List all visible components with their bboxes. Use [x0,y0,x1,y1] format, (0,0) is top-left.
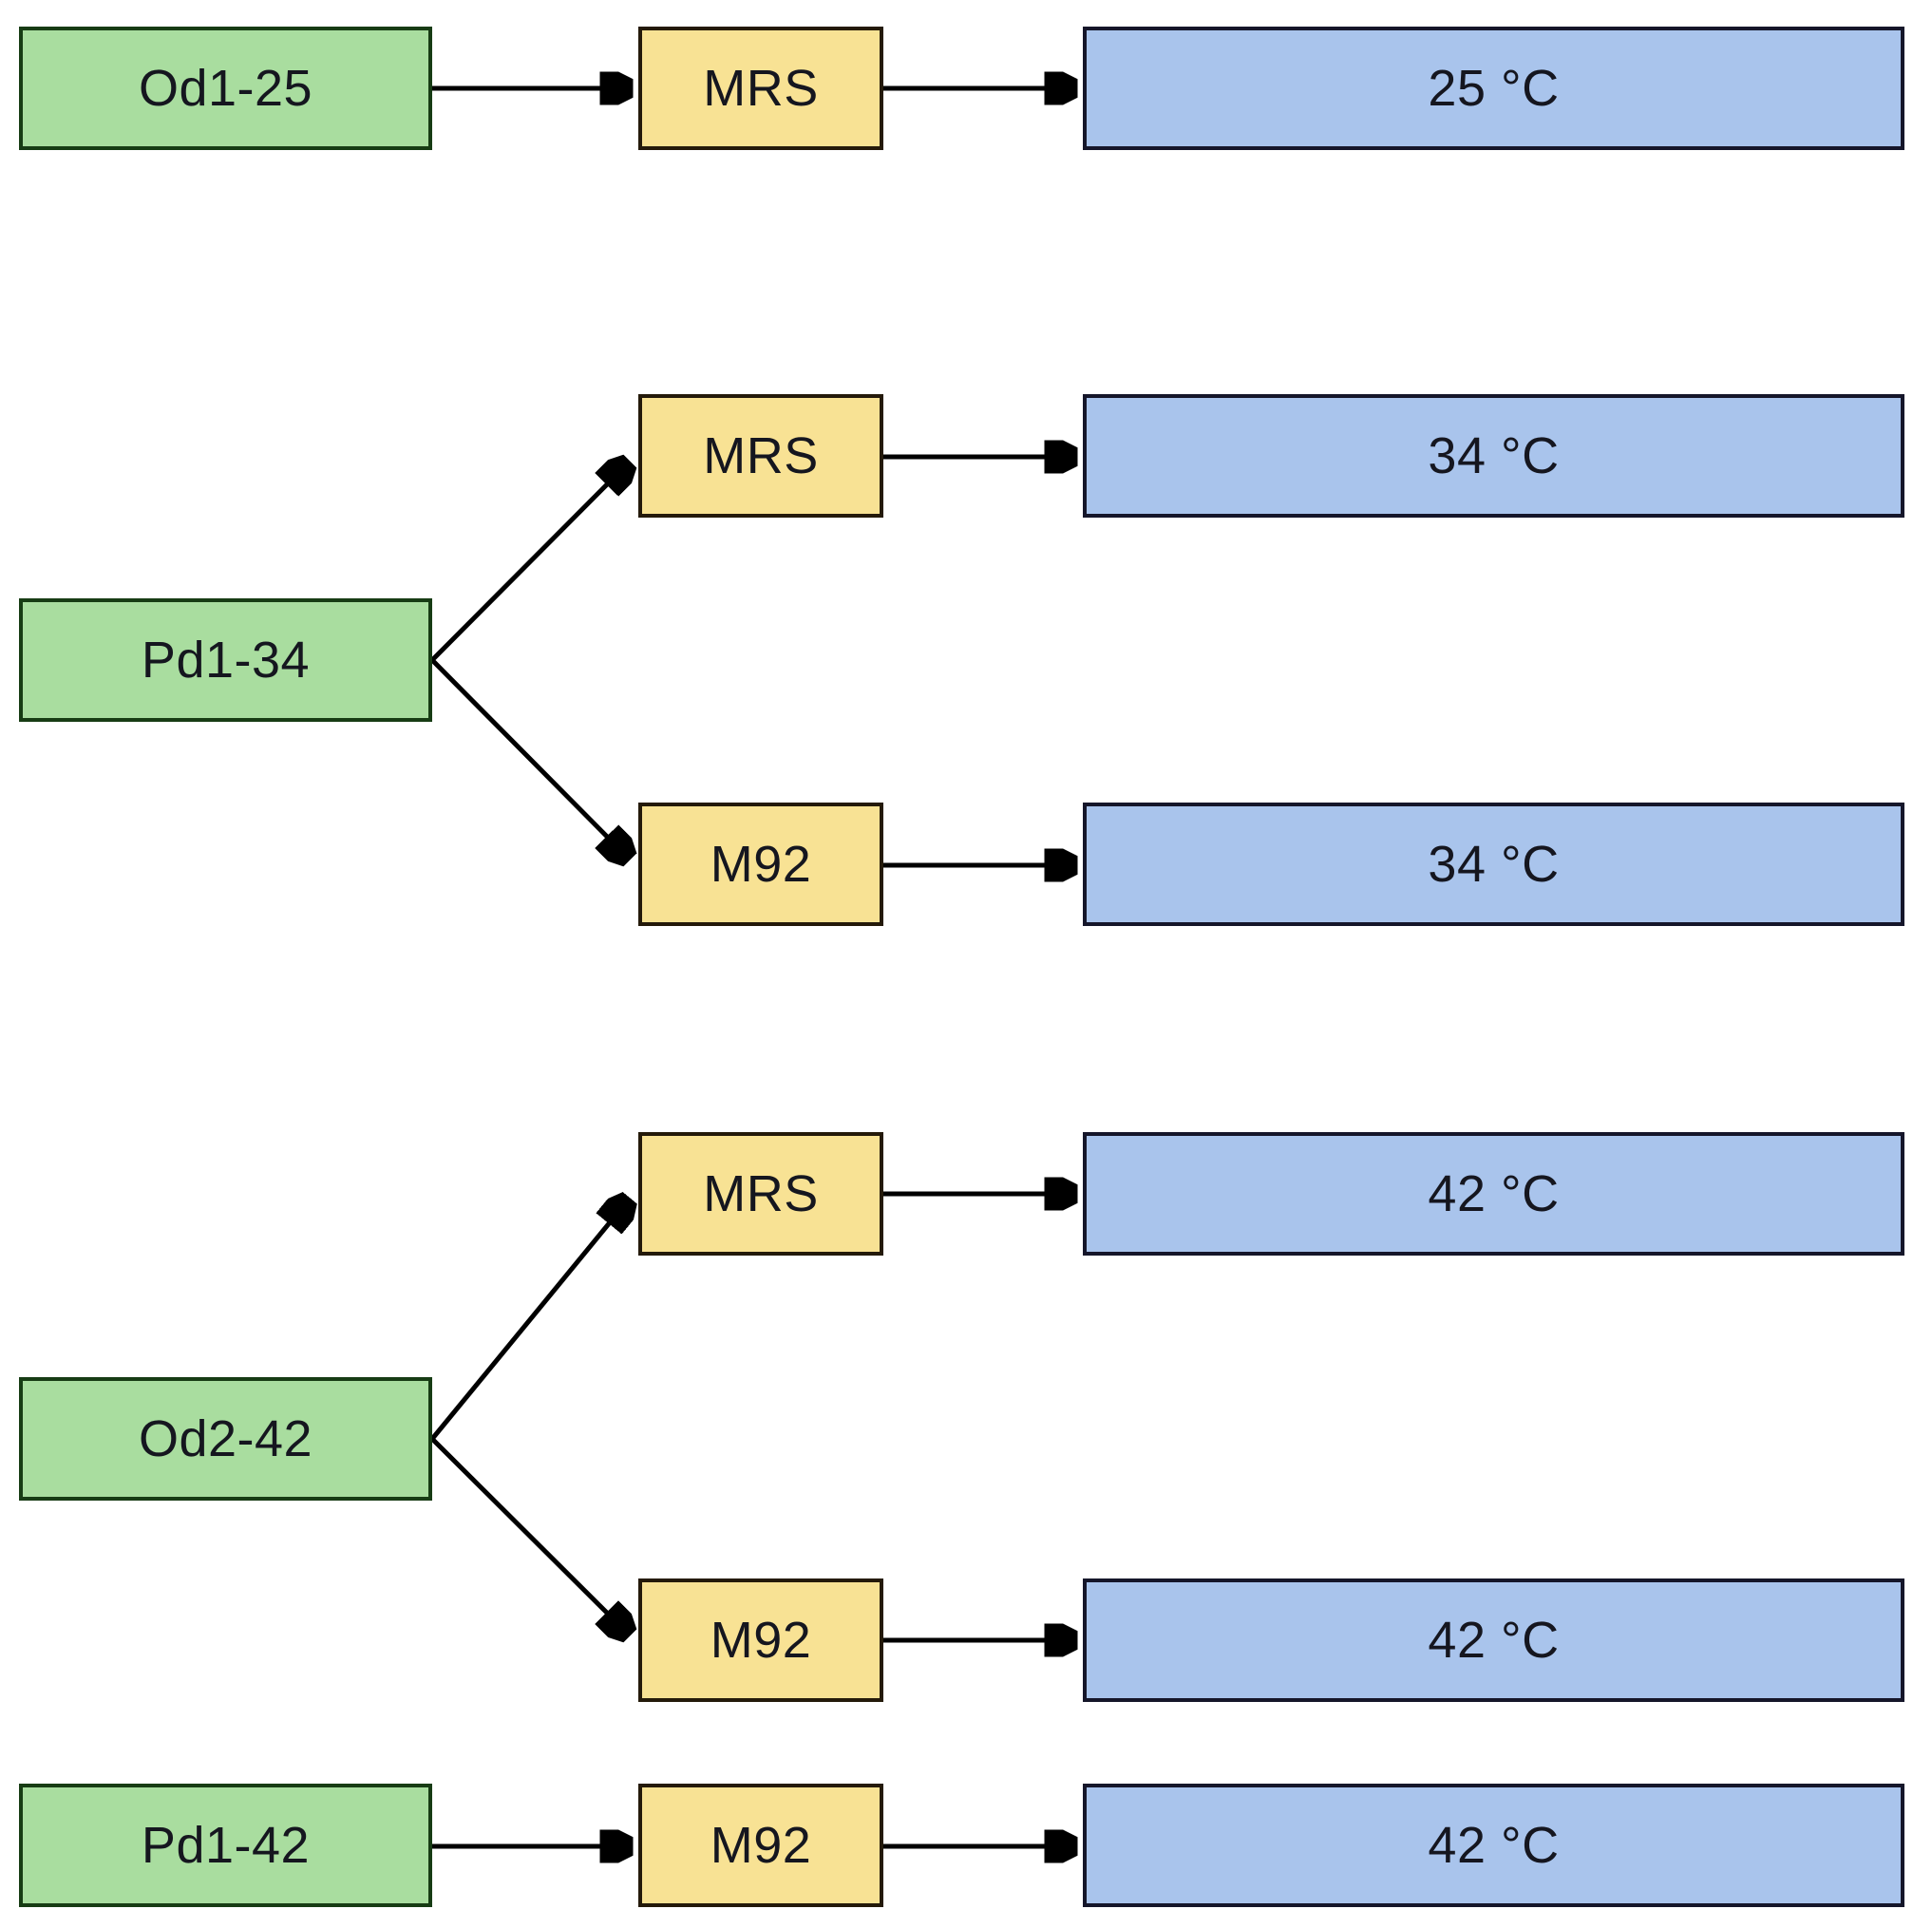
medium-node-mrs-row1[interactable]: MRS [638,27,883,150]
medium-node-mrs-row3[interactable]: MRS [638,1132,883,1256]
strain-node-pd1-42[interactable]: Pd1-42 [19,1784,432,1907]
medium-node-mrs-row2[interactable]: MRS [638,394,883,518]
edge-pd1-34-to-mrs [430,463,628,662]
edge-pd1-34-to-m92 [430,658,628,858]
temperature-node-34c-m92[interactable]: 34 °C [1083,803,1904,926]
temperature-node-25c-row1[interactable]: 25 °C [1083,27,1904,150]
temperature-node-42c-row4[interactable]: 42 °C [1083,1784,1904,1907]
strain-node-od2-42[interactable]: Od2-42 [19,1377,432,1501]
strain-node-od1-25[interactable]: Od1-25 [19,27,432,150]
temperature-node-42c-m92[interactable]: 42 °C [1083,1578,1904,1702]
temperature-node-34c-mrs[interactable]: 34 °C [1083,394,1904,518]
medium-node-m92-row3[interactable]: M92 [638,1578,883,1702]
medium-node-m92-row4[interactable]: M92 [638,1784,883,1907]
medium-node-m92-row2[interactable]: M92 [638,803,883,926]
strain-node-pd1-34[interactable]: Pd1-34 [19,598,432,722]
edge-od2-42-to-mrs [430,1200,628,1441]
temperature-node-42c-mrs[interactable]: 42 °C [1083,1132,1904,1256]
edge-od2-42-to-m92 [430,1437,628,1634]
